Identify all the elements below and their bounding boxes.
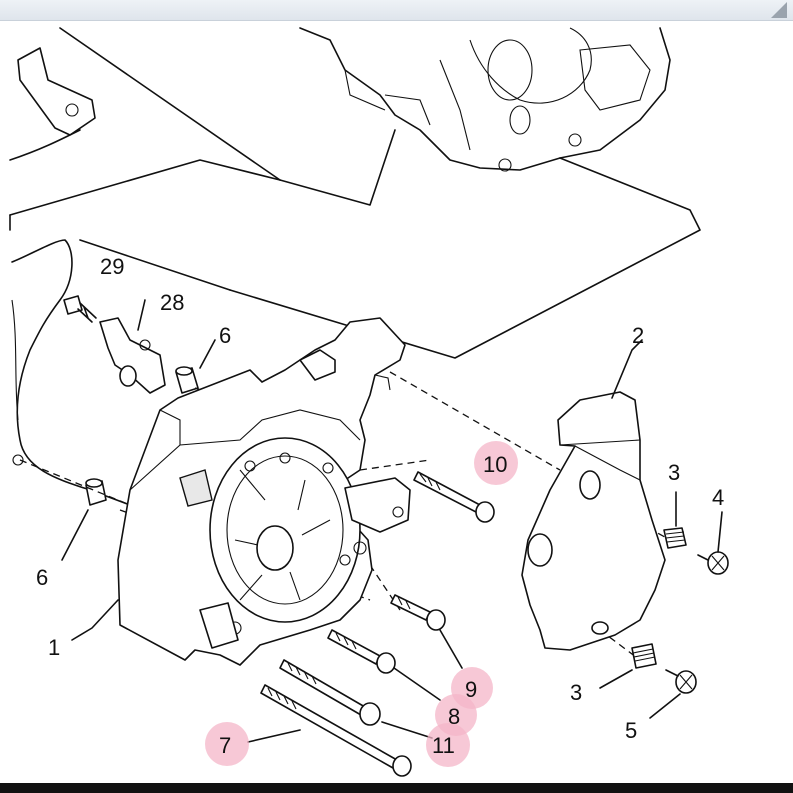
bottom-bar [0,783,793,793]
top-bar [0,0,793,21]
part-6-dowel-lower [61,478,107,561]
exploded-parts-diagram: 29 28 6 2 10 3 4 6 1 9 3 8 5 11 7 [9,27,729,777]
part-1-crankcase-cover [71,317,411,666]
part-29-bolt [63,295,97,323]
label-6-lower: 6 [36,565,48,590]
label-9: 9 [465,677,477,702]
label-8: 8 [448,704,460,729]
part-6-dowel-upper [175,339,216,394]
label-4: 4 [712,485,724,510]
gasket-outline [11,239,131,506]
highlight-11 [426,723,470,767]
highlight-10 [474,441,518,485]
label-1: 1 [48,635,60,660]
part-9-bolt [390,594,463,669]
part-3-grommet-upper [663,491,687,549]
label-7: 7 [219,733,231,758]
label-10: 10 [483,452,507,477]
part-28-clamp [99,299,166,394]
label-3-lower: 3 [570,680,582,705]
page-fold-icon [771,2,787,18]
label-11: 11 [432,733,455,758]
part-3-grommet-lower [599,643,657,689]
crankcase-outline [279,27,671,206]
part-8-bolt [327,629,441,701]
label-2: 2 [632,323,644,348]
label-28: 28 [160,290,184,315]
label-5: 5 [625,718,637,743]
bracket-topleft [9,47,96,161]
part-7-bolt [247,684,412,777]
part-10-bolt [413,471,495,523]
label-3-upper: 3 [668,460,680,485]
part-5-screw [649,669,697,719]
label-6-upper: 6 [219,323,231,348]
part-2-side-cover [521,339,666,651]
part-4-screw [697,511,729,575]
highlight-7 [205,722,249,766]
label-29: 29 [100,254,124,279]
part-11-bolt [279,659,433,739]
